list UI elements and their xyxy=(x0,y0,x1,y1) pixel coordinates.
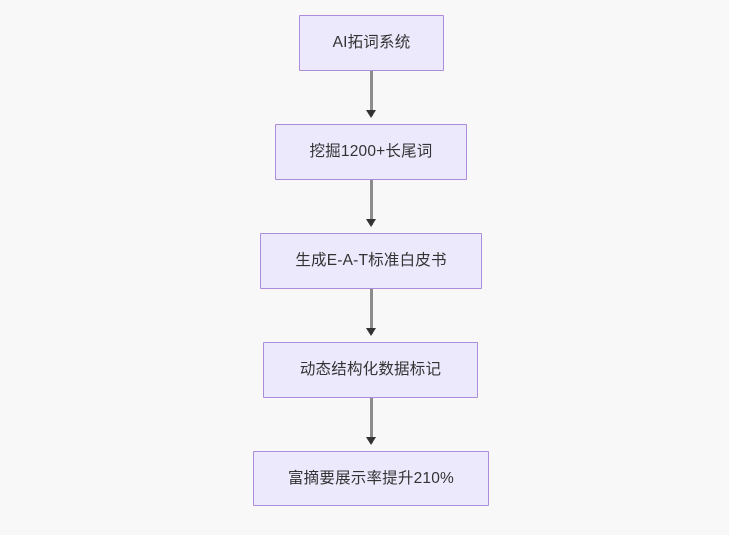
flowchart-node-3[interactable]: 生成E-A-T标准白皮书 xyxy=(260,233,482,289)
flowchart-node-1-label: AI拓词系统 xyxy=(332,34,411,52)
connector-line-2 xyxy=(370,180,373,225)
flowchart-node-5[interactable]: 富摘要展示率提升210% xyxy=(253,451,489,506)
arrowhead-1 xyxy=(366,110,376,118)
flowchart-node-4[interactable]: 动态结构化数据标记 xyxy=(263,342,478,398)
arrowhead-3 xyxy=(366,328,376,336)
flowchart-node-2-label: 挖掘1200+长尾词 xyxy=(309,143,433,161)
flowchart-node-3-label: 生成E-A-T标准白皮书 xyxy=(295,252,447,270)
flowchart-node-4-label: 动态结构化数据标记 xyxy=(299,361,442,379)
flowchart-node-5-label: 富摘要展示率提升210% xyxy=(287,469,455,487)
connector-line-3 xyxy=(370,289,373,334)
flowchart-node-2[interactable]: 挖掘1200+长尾词 xyxy=(275,124,467,180)
connector-line-4 xyxy=(370,398,373,443)
connector-line-1 xyxy=(370,71,373,116)
arrowhead-2 xyxy=(366,219,376,227)
flowchart-node-1[interactable]: AI拓词系统 xyxy=(299,15,444,71)
arrowhead-4 xyxy=(366,437,376,445)
